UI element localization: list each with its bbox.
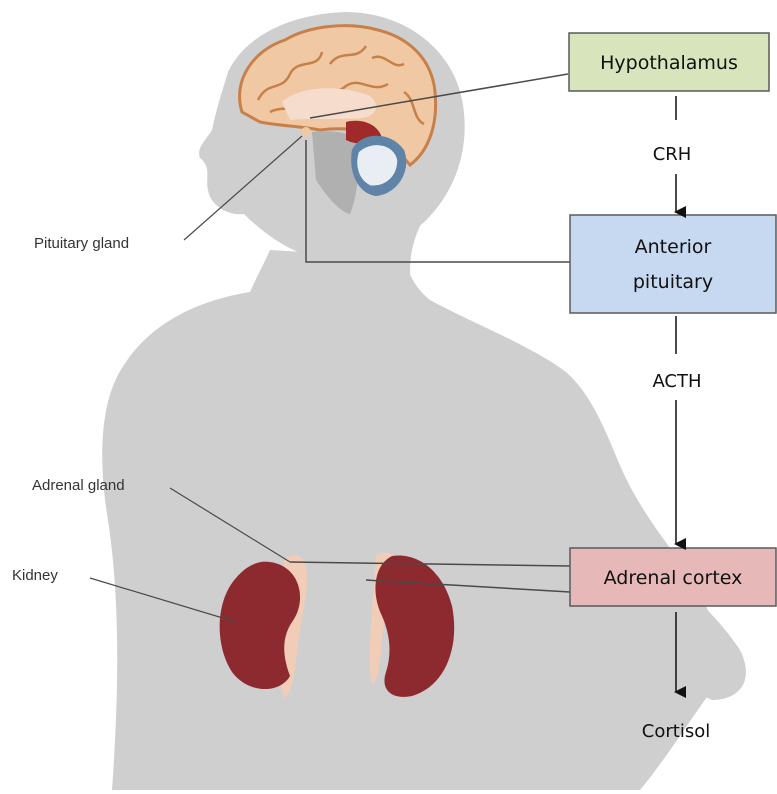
torso-silhouette (102, 250, 718, 790)
cortisol-label: Cortisol (642, 721, 710, 742)
kidney-label: Kidney (12, 567, 58, 584)
crh-label: CRH (653, 144, 692, 165)
adrenal-gland-label: Adrenal gland (32, 477, 125, 494)
anterior-pituitary-label-line2: pituitary (633, 271, 713, 293)
anterior-pituitary-label-line1: Anterior (635, 236, 712, 258)
hypothalamus-box: Hypothalamus (569, 33, 769, 91)
hypothalamus-label: Hypothalamus (600, 52, 738, 74)
adrenal-cortex-label: Adrenal cortex (604, 567, 743, 589)
acth-label: ACTH (652, 371, 701, 392)
pituitary-spot (301, 127, 311, 137)
anterior-pituitary-box-rect (570, 215, 776, 313)
pituitary-gland-label: Pituitary gland (34, 235, 129, 252)
anterior-pituitary-box: Anterior pituitary (570, 215, 776, 313)
adrenal-cortex-box: Adrenal cortex (570, 548, 776, 606)
